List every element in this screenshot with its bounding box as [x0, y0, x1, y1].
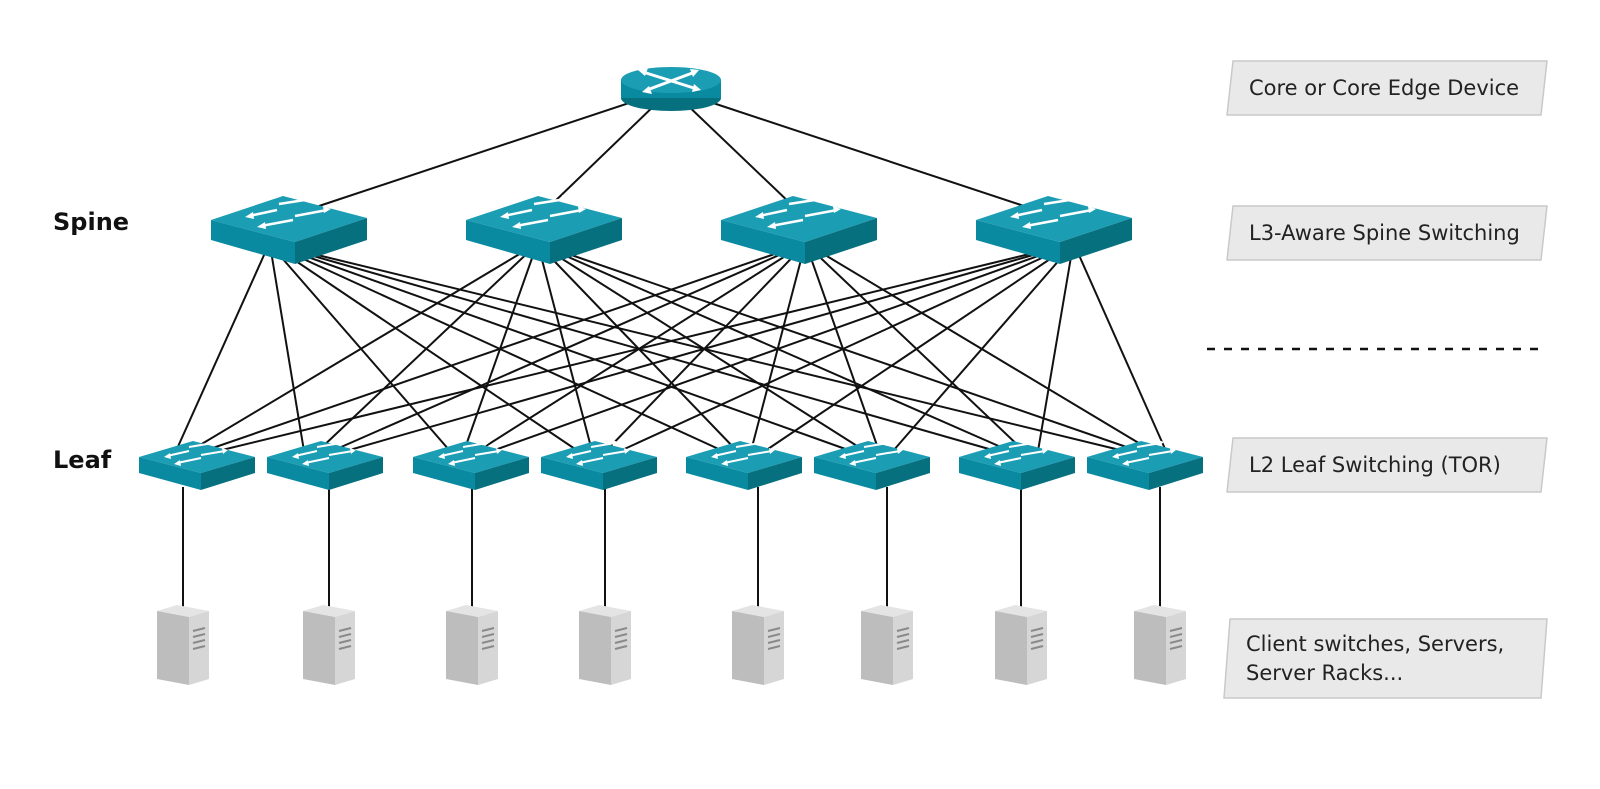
server-icon	[1133, 604, 1187, 686]
spine-leaf-link	[561, 253, 1011, 452]
core-spine-link	[681, 99, 794, 207]
spine-leaf-link	[292, 253, 724, 452]
spine-to-leaf-links	[175, 253, 1167, 452]
leaf-switch-icon	[958, 439, 1076, 491]
leaf-switch-icon	[813, 439, 931, 491]
spine-leaf-link	[203, 253, 775, 452]
server-icon	[445, 604, 499, 686]
spine-tier-label: Spine	[53, 208, 130, 236]
leaf-description: L2 Leaf Switching (TOR)	[1249, 452, 1501, 477]
spine-description-box: L3-Aware Spine Switching	[1225, 205, 1550, 261]
core-to-spine-links	[318, 99, 1025, 207]
leaf-switch-icon	[1086, 439, 1204, 491]
clients-description-box: Client switches, Servers, Server Racks..…	[1222, 618, 1550, 699]
spine-leaf-link	[546, 253, 738, 452]
spine-leaf-link	[477, 253, 790, 452]
server-icon	[578, 604, 632, 686]
spine-leaf-link	[189, 253, 521, 452]
spine-leaf-link	[808, 253, 880, 452]
spine-description: L3-Aware Spine Switching	[1249, 220, 1520, 245]
spine-leaf-link	[491, 253, 1044, 452]
clients-description-line1: Client switches, Servers,	[1246, 631, 1505, 656]
core-description-box: Core or Core Edge Device	[1225, 60, 1550, 116]
spine-switch-icon	[974, 193, 1134, 266]
spine-leaf-link	[217, 253, 1030, 452]
leaf-switch-icon	[138, 439, 256, 491]
spine-leaf-link	[345, 253, 1037, 452]
spine-switch-icon	[719, 193, 879, 266]
spine-leaf-link	[605, 253, 797, 452]
spine-leaf-link	[750, 253, 804, 452]
spine-switch-icon	[464, 193, 624, 266]
spine-leaf-link	[277, 253, 451, 452]
core-spine-link	[549, 99, 661, 207]
spine-leaf-link	[306, 253, 997, 452]
clients-description-line2: Server Racks...	[1246, 660, 1404, 685]
spine-leaf-link	[331, 253, 782, 452]
core-description: Core or Core Edge Device	[1249, 75, 1520, 100]
leaf-to-server-links	[182, 487, 1161, 607]
server-icon	[994, 604, 1048, 686]
core-router-icon	[621, 67, 721, 111]
spine-leaf-link	[815, 253, 1025, 452]
leaf-tier-label: Leaf	[53, 446, 112, 474]
core-spine-link	[703, 99, 1025, 207]
spine-leaf-link	[317, 253, 528, 452]
spine-leaf-link	[463, 253, 535, 452]
server-icon	[156, 604, 210, 686]
spine-leaf-link	[619, 253, 1051, 452]
clients-description: Client switches, Servers, Server Racks..…	[1246, 618, 1504, 699]
leaf-switch-icon	[266, 439, 384, 491]
spine-leaf-link	[822, 253, 1153, 452]
spine-leaf-link	[764, 253, 1059, 452]
server-icon	[731, 604, 785, 686]
spine-leaf-link	[313, 253, 1125, 452]
leaf-switch-icon	[412, 439, 530, 491]
server-icon	[302, 604, 356, 686]
leaf-switch-icon	[685, 439, 803, 491]
server-icon	[860, 604, 914, 686]
leaf-description-box: L2 Leaf Switching (TOR)	[1225, 437, 1550, 493]
spine-leaf-link	[1037, 253, 1073, 452]
spine-switch-icon	[209, 193, 369, 266]
spine-leaf-link	[1077, 253, 1167, 452]
spine-leaf-link	[175, 253, 266, 452]
spine-leaf-link	[539, 253, 593, 452]
leaf-switch-icon	[540, 439, 658, 491]
core-spine-link	[318, 99, 639, 207]
spine-leaf-link	[892, 253, 1066, 452]
